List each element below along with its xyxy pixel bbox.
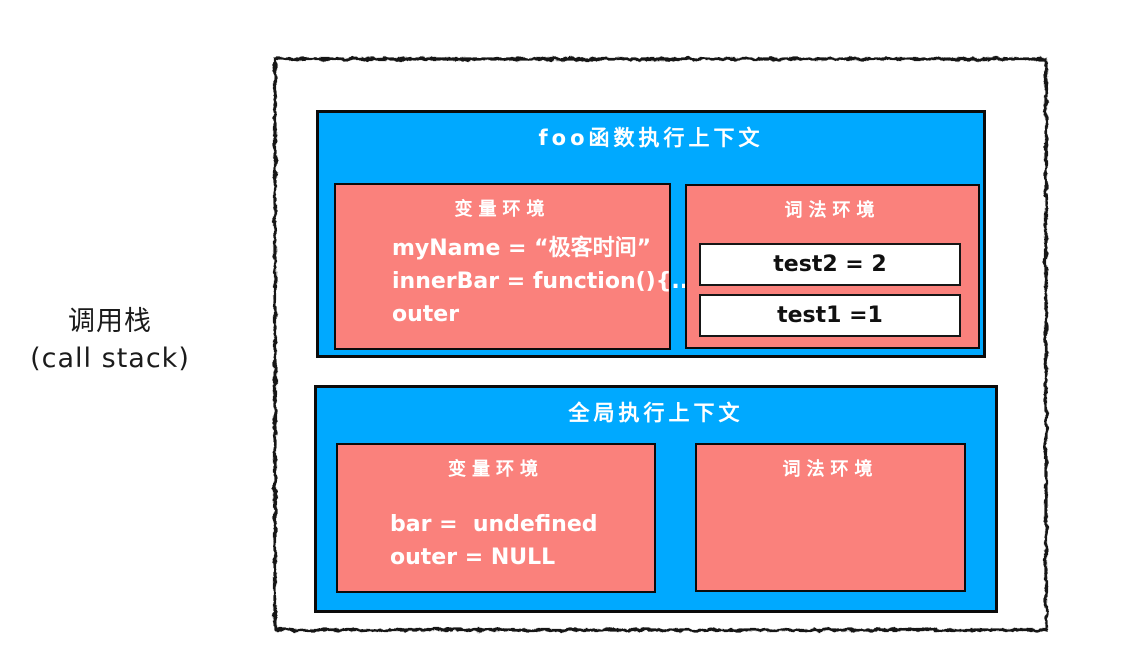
call-stack-label: 调用栈 (call stack) (12, 303, 208, 377)
call-stack-label-zh: 调用栈 (68, 306, 152, 337)
foo-var-line-outer: outer (392, 302, 460, 327)
global-var-line-bar: bar = undefined (390, 512, 598, 537)
foo-variable-env-title: 变量环境 (454, 199, 551, 220)
global-lexical-env-box: 词法环境 (695, 443, 966, 592)
global-variable-env-title: 变量环境 (448, 459, 544, 480)
global-var-line-outer: outer = NULL (390, 545, 556, 570)
lexical-slot-test2: test2 = 2 (699, 243, 961, 286)
foo-context-title: foo函数执行上下文 (538, 126, 764, 150)
foo-variable-env-lines: myName = “极客时间” innerBar = function(){..… (336, 232, 713, 331)
foo-variable-env-box: 变量环境 myName = “极客时间” innerBar = function… (334, 183, 713, 350)
foo-lexical-env-box: 词法环境 test2 = 2 test1 =1 (685, 184, 980, 349)
foo-var-line-myname: myName = “极客时间” (392, 236, 652, 261)
foo-context-box: foo函数执行上下文 变量环境 myName = “极客时间” innerBar… (316, 110, 986, 358)
lexical-slot-test1: test1 =1 (699, 294, 961, 337)
call-stack-label-en: (call stack) (30, 343, 190, 374)
global-variable-env-lines: bar = undefined outer = NULL (338, 508, 654, 574)
foo-lexical-env-title: 词法环境 (784, 200, 881, 221)
global-context-box: 全局执行上下文 变量环境 bar = undefined outer = NUL… (314, 385, 998, 613)
global-lexical-env-title: 词法环境 (782, 459, 879, 480)
foo-var-line-innerbar: innerBar = function(){...} (392, 269, 713, 294)
global-variable-env-box: 变量环境 bar = undefined outer = NULL (336, 443, 656, 593)
global-context-title: 全局执行上下文 (568, 401, 744, 425)
